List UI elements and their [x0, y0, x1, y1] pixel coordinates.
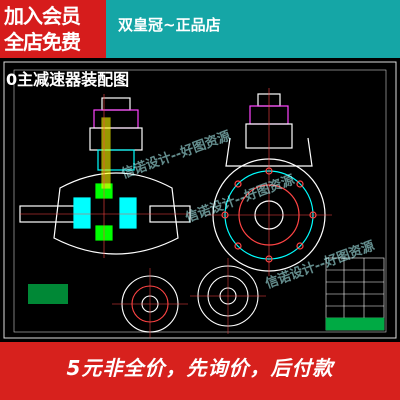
section-view-left — [19, 94, 191, 258]
store-title: 双皇冠~正品店 — [118, 16, 221, 34]
price-notice: 5元非全价，先询价，后付款 — [66, 356, 334, 380]
assembly-drawing-svg — [3, 61, 397, 339]
bottom-banner — [0, 342, 400, 400]
promo-line-1: 加入会员 — [4, 4, 81, 28]
flange-view-middle — [190, 258, 266, 334]
cad-drawing: 0主减速器装配图 信诺设计--好图资源 信诺设计--好图资源 信诺设计--好图资… — [0, 58, 400, 342]
drawing-frame — [13, 69, 387, 333]
title-block — [325, 257, 385, 331]
flange-view-left — [112, 268, 188, 338]
drawing-title: 0主减速器装配图 — [6, 70, 130, 89]
side-view-right — [206, 88, 332, 276]
promo-badge: 加入会员 全店免费 — [0, 0, 106, 60]
drawing-border — [3, 61, 397, 339]
promo-line-2: 全店免费 — [4, 30, 81, 54]
technical-notes — [28, 284, 68, 304]
